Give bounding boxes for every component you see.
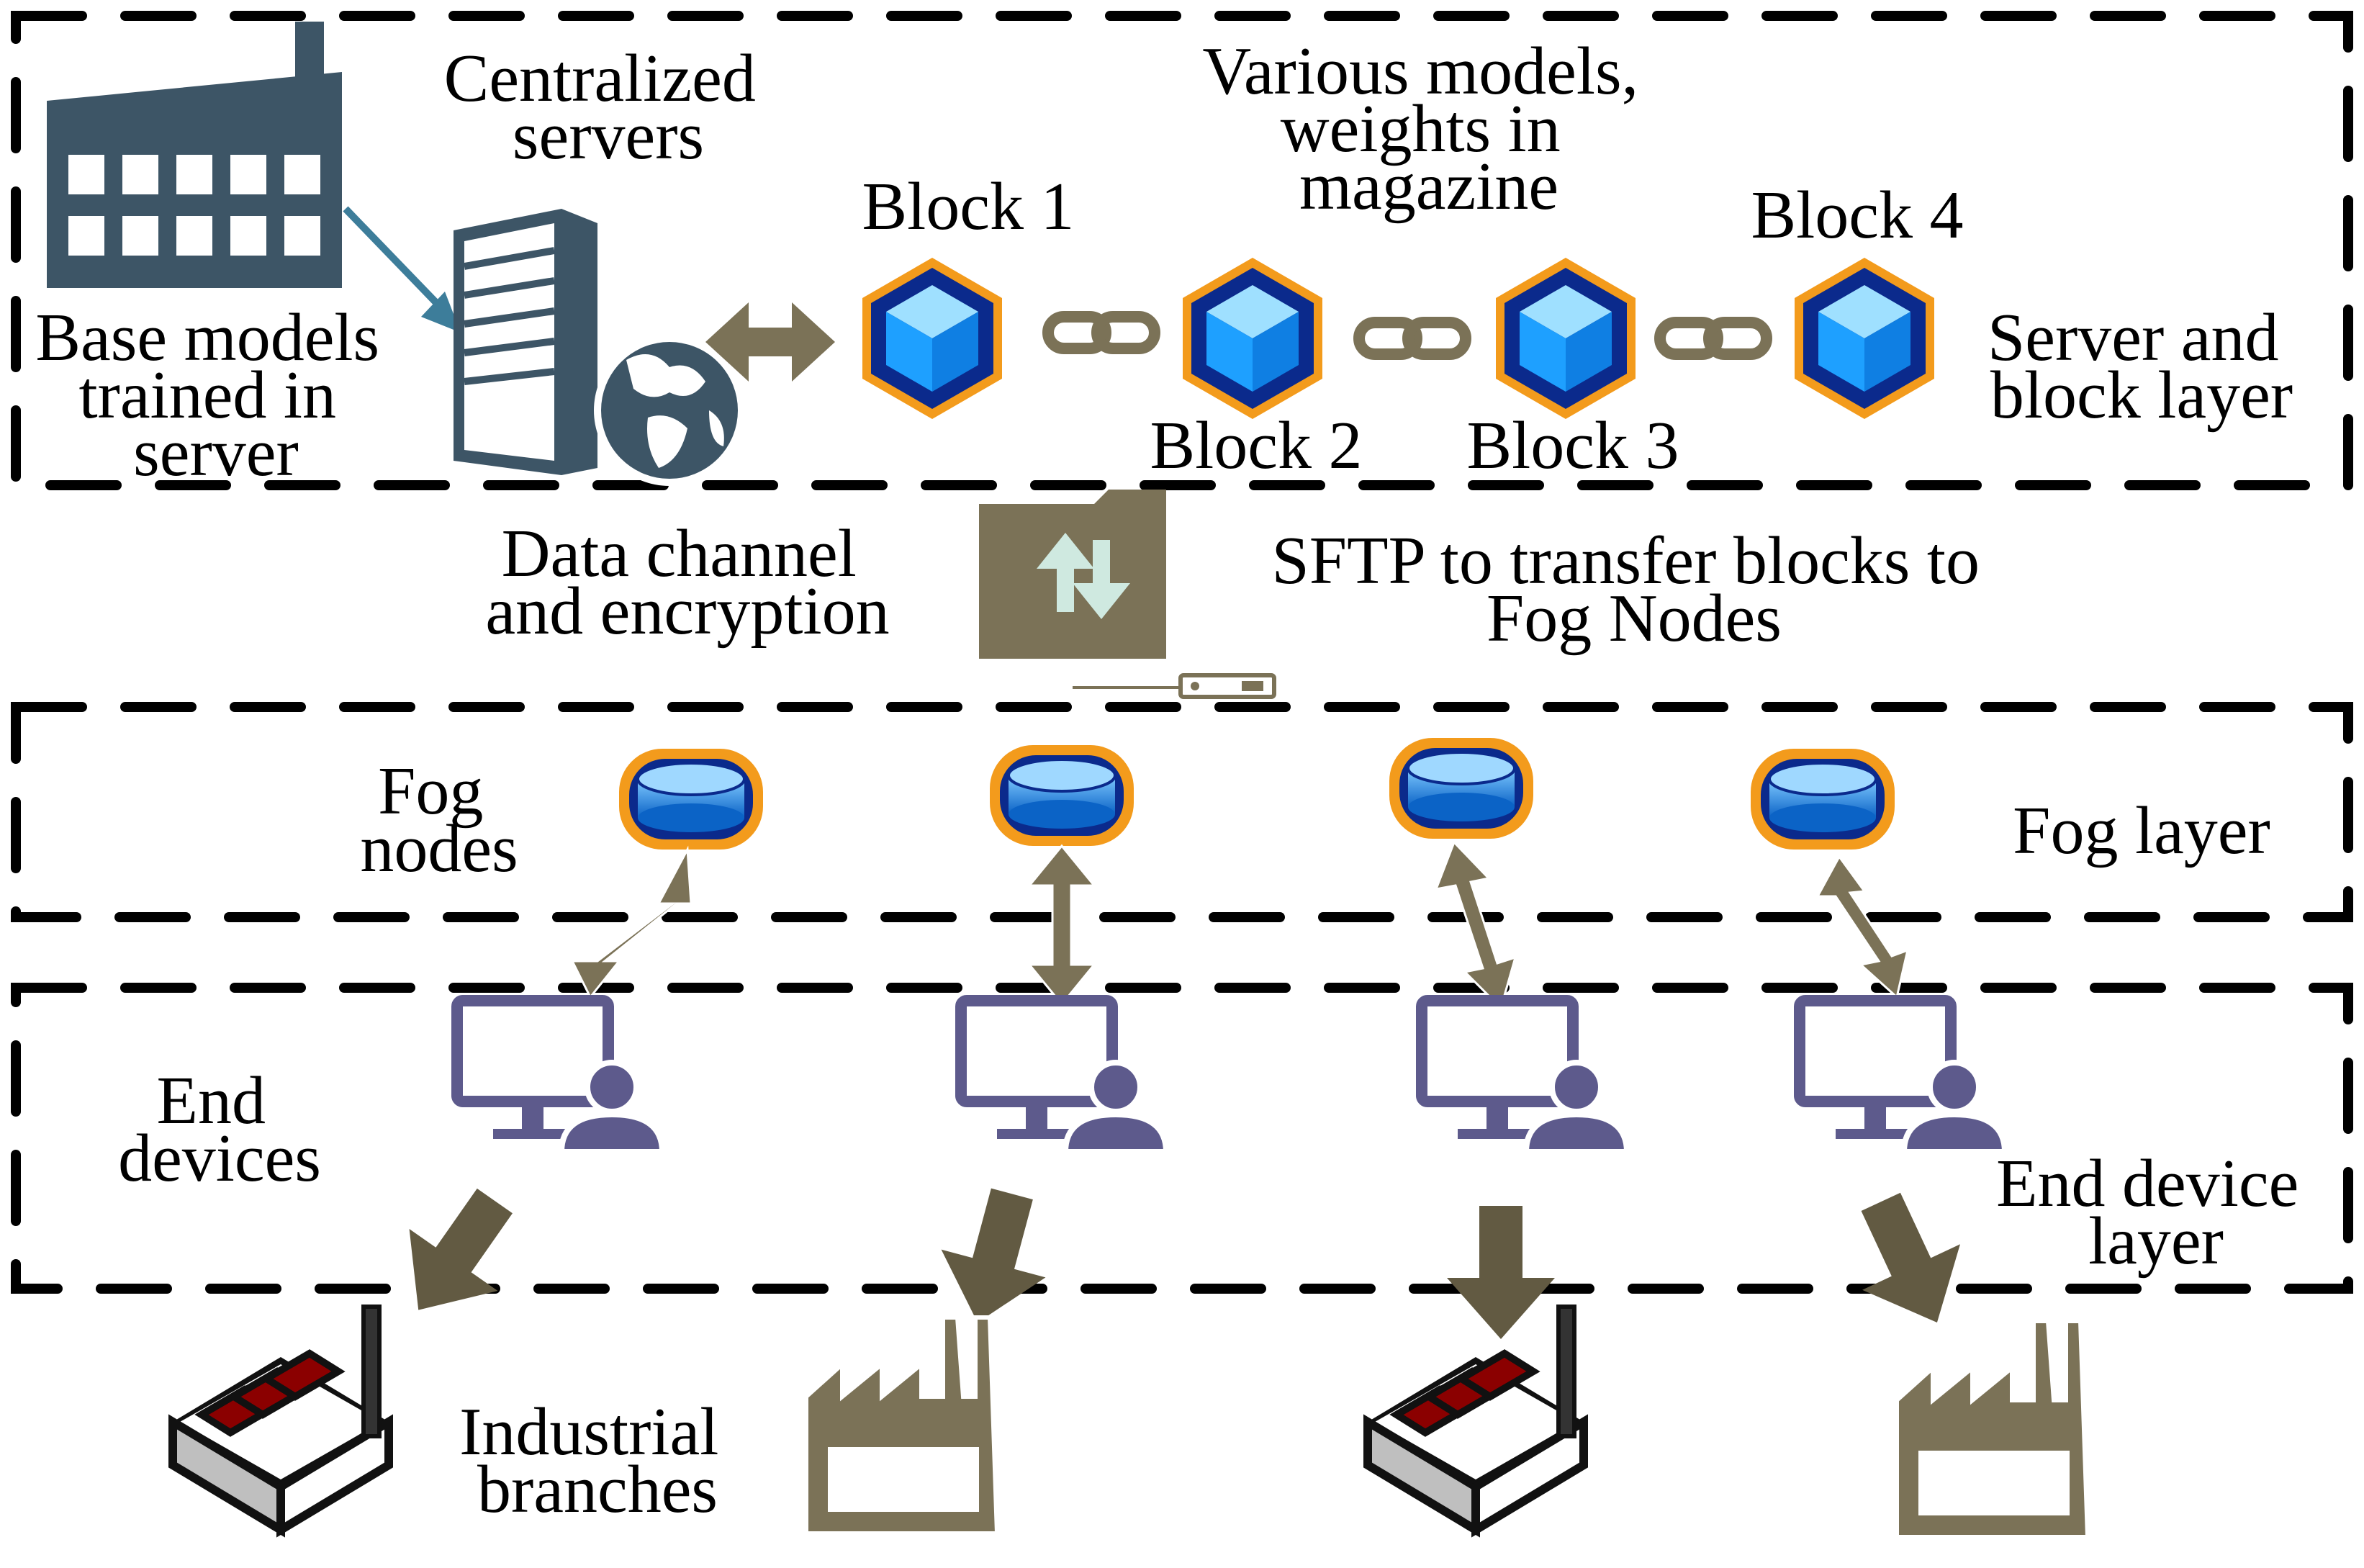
data-channel-label: Data channel and encryption: [485, 516, 889, 649]
sftp-transfer-folder-icon: [979, 490, 1276, 699]
fog-device-double-arrow: [1027, 844, 1097, 1006]
fog-layer-box: [11, 702, 2353, 922]
fog-device-double-arrow: [570, 845, 692, 999]
block-3-label: Block 3: [1466, 408, 1679, 483]
end-device-layer-label: End device layer: [1996, 1146, 2316, 1279]
end-device-icon: [961, 1001, 1166, 1152]
end-device-icon: [457, 1001, 662, 1152]
fog-device-double-arrow: [1815, 855, 1910, 999]
chain-link-icon: [1048, 317, 1155, 348]
end-device-icon: [1422, 1001, 1627, 1152]
industrial-branches-label: Industrial branches: [459, 1394, 736, 1527]
globe-icon: [594, 335, 745, 486]
fog-node-icon: [618, 747, 764, 851]
server-tower-icon: [454, 209, 597, 475]
fog-node-icon: [1388, 736, 1535, 840]
down-arrow-icon: [1831, 1179, 1986, 1346]
down-arrow-icon: [374, 1170, 539, 1341]
fog-device-double-arrow: [1434, 840, 1517, 1010]
block-3-icon: [1496, 258, 1636, 419]
down-arrow-icon: [1447, 1206, 1555, 1339]
sftp-label: SFTP to transfer blocks to Fog Nodes: [1272, 523, 1997, 656]
chain-link-icon: [1359, 323, 1466, 354]
fog-nodes-label: Fog nodes: [360, 754, 518, 886]
centralized-servers-label: Centralized servers: [444, 41, 773, 174]
red-roof-factory-icon: [1368, 1307, 1584, 1530]
models-magazine-label: Various models, weights in magazine: [1202, 34, 1655, 224]
block-4-icon: [1795, 258, 1934, 419]
olive-factory-icon: [1897, 1321, 2088, 1537]
end-device-icon: [1800, 1001, 2005, 1152]
block-4-label: Block 4: [1751, 178, 1963, 253]
factory-to-server-arrowhead: [421, 292, 461, 333]
fog-node-icon: [988, 744, 1135, 847]
red-roof-factory-icon: [173, 1307, 389, 1530]
block-2-icon: [1183, 258, 1322, 419]
block-1-icon: [862, 258, 1002, 419]
down-arrow-icon: [925, 1179, 1065, 1337]
chain-link-icon: [1660, 323, 1767, 354]
server-block-layer-label: Server and block layer: [1988, 300, 2296, 433]
olive-factory-icon: [806, 1317, 997, 1533]
fog-node-icon: [1749, 747, 1896, 851]
block-2-label: Block 2: [1150, 408, 1362, 483]
server-blocks-double-arrow: [705, 302, 835, 382]
base-models-label: Base models trained in server: [35, 300, 396, 490]
factory-to-server-connector: [343, 206, 449, 316]
block-1-label: Block 1: [862, 169, 1074, 244]
end-devices-label: End devices: [118, 1063, 321, 1196]
main-factory-icon: [47, 22, 342, 288]
fog-layer-label: Fog layer: [2013, 793, 2270, 868]
server-layer-box: [11, 11, 2353, 490]
